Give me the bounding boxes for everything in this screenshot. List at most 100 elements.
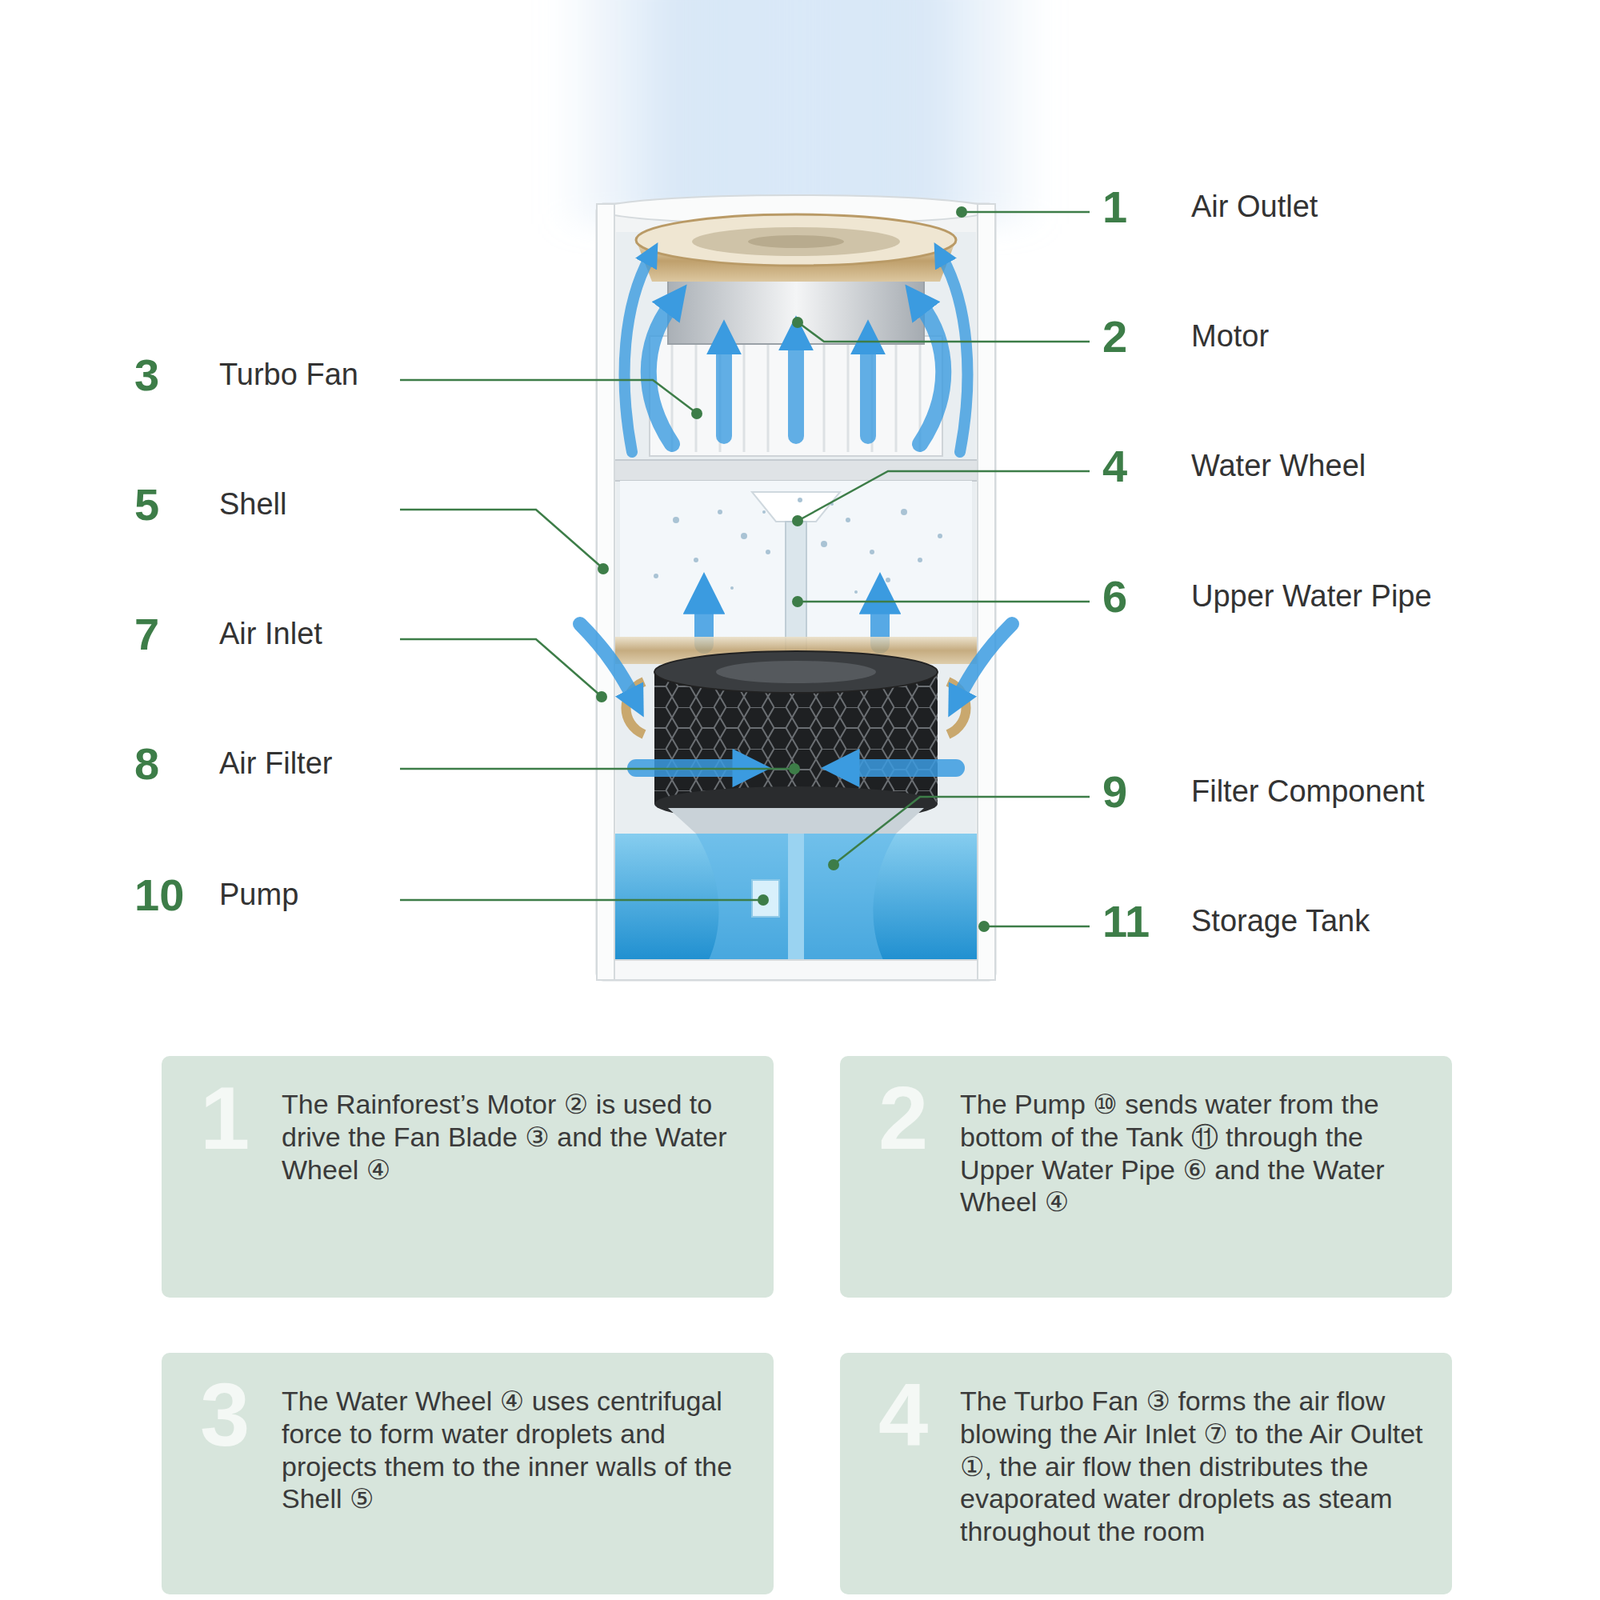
step-panel: 4 The Turbo Fan ③ forms the air flow blow…	[840, 1352, 1452, 1595]
step-panel: 2 The Pump ⑩ sends water from the bottom …	[840, 1056, 1452, 1298]
leader-line	[400, 639, 600, 696]
callout-number: 11	[1102, 896, 1150, 947]
leader-line	[400, 768, 793, 771]
motor-assembly	[692, 227, 900, 256]
callout-number: 9	[1102, 767, 1128, 817]
leader-line	[835, 796, 1090, 864]
leader-dot	[828, 859, 840, 871]
step-text: The Rainforest’s Motor ② is used to driv…	[281, 1088, 750, 1186]
leader-line	[400, 899, 762, 902]
part-name: Upper Water Pipe	[1191, 580, 1432, 614]
leader-line	[400, 380, 696, 412]
shell-section	[653, 573, 659, 579]
shell-section	[672, 516, 680, 524]
mist-plume	[552, 0, 1048, 224]
shell-section	[885, 577, 891, 583]
air-flow-arrows	[648, 304, 672, 444]
part-name: Storage Tank	[1191, 904, 1370, 939]
storage-tank	[788, 833, 804, 962]
step-number: 3	[200, 1370, 250, 1460]
filter-component	[668, 808, 924, 834]
leader-dot	[788, 763, 800, 775]
shell-section	[765, 549, 771, 555]
motor-assembly	[748, 235, 844, 248]
leader-line	[961, 211, 1090, 214]
motor-assembly	[649, 336, 943, 456]
leader-line	[400, 212, 1090, 927]
shell-section	[717, 509, 723, 515]
storage-tank	[604, 960, 988, 980]
step-number: 2	[878, 1073, 928, 1164]
housing-wall	[596, 204, 615, 980]
leader-line	[799, 323, 1090, 342]
step-text: The Turbo Fan ③ forms the air flow blowi…	[960, 1384, 1428, 1548]
leader-dot	[792, 596, 804, 608]
air-flow-arrows	[920, 304, 944, 444]
shell-section	[845, 517, 851, 523]
leader-dot	[757, 894, 769, 906]
part-name: Filter Component	[1191, 775, 1424, 809]
filter-component	[612, 636, 980, 834]
air-flow-arrows	[624, 257, 968, 452]
shell-section	[653, 497, 943, 594]
shell-section	[740, 532, 748, 540]
air-flow-arrows	[788, 340, 804, 436]
callout-number: 3	[134, 350, 160, 400]
housing	[596, 204, 996, 980]
shell-section	[762, 510, 766, 514]
motor-assembly	[636, 214, 956, 266]
leader-dot	[956, 206, 968, 218]
leader-dot	[792, 515, 804, 527]
filter-component	[716, 660, 876, 684]
callout-number: 2	[1102, 312, 1128, 362]
part-name: Water Wheel	[1191, 449, 1366, 484]
shell-section	[797, 497, 803, 503]
step-number: 4	[878, 1370, 928, 1460]
housing	[596, 204, 996, 980]
housing-wall	[977, 204, 996, 980]
housing-wall	[596, 204, 996, 980]
leader-line	[985, 925, 1090, 928]
leader-dot	[691, 408, 703, 420]
callout-number: 4	[1102, 441, 1128, 492]
storage-tank	[696, 833, 896, 962]
leader-dot	[978, 920, 990, 932]
filter-component	[654, 651, 938, 693]
air-flow-arrows	[848, 759, 956, 777]
step-number: 1	[200, 1073, 250, 1164]
air-flow-arrows	[580, 624, 1012, 768]
callout-number: 1	[1102, 182, 1128, 232]
shell-section	[917, 557, 923, 563]
shell-section	[608, 460, 984, 658]
leader-dot	[596, 691, 608, 703]
air-flow-arrows	[860, 344, 876, 436]
shell-section	[730, 586, 734, 590]
callout-number: 7	[134, 609, 160, 660]
leader-dot	[792, 316, 804, 328]
part-name: Air Outlet	[1191, 190, 1318, 224]
step-text: The Water Wheel ④ uses centrifugal force…	[281, 1384, 750, 1516]
storage-tank	[604, 833, 988, 980]
callout-number: 10	[134, 870, 184, 920]
storage-tank	[752, 880, 780, 917]
shell-section	[869, 549, 875, 555]
mist-plume	[552, 0, 1048, 224]
callout-number: 5	[134, 480, 160, 530]
leader-dot	[596, 206, 990, 932]
part-name: Motor	[1191, 320, 1269, 354]
shell-section	[937, 533, 943, 539]
leader-dot	[597, 563, 609, 575]
step-panel: 1 The Rainforest’s Motor ② is used to dri…	[161, 1056, 774, 1298]
part-name: Shell	[219, 488, 288, 522]
air-flow-arrows	[958, 624, 1012, 698]
part-name: Air Filter	[219, 747, 332, 781]
shell-section	[900, 508, 908, 516]
air-flow-arrows	[580, 624, 634, 698]
shell-section	[854, 590, 858, 594]
storage-tank	[612, 833, 980, 962]
leader-line	[799, 600, 1090, 604]
step-text: The Pump ⑩ sends water from the bottom o…	[960, 1088, 1428, 1219]
part-name: Pump	[219, 878, 299, 912]
callout-number: 8	[134, 739, 160, 789]
